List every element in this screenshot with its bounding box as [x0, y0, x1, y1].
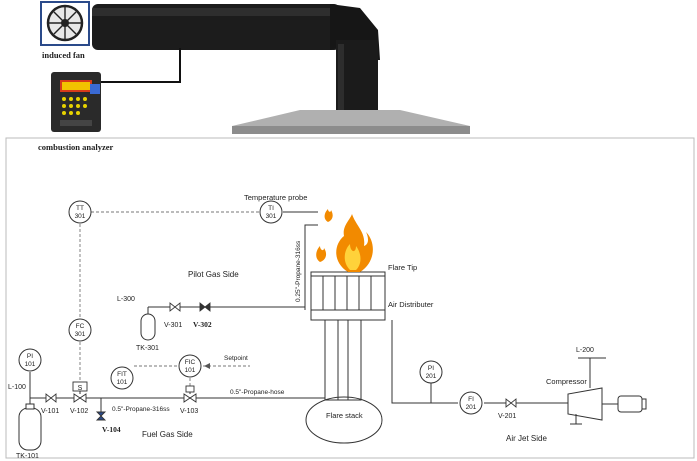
fc-num: 301 — [75, 331, 86, 338]
tk301-label: TK-301 — [136, 345, 159, 352]
hose-label: 0.5"-Propane-hose — [230, 389, 285, 396]
air-jet-side-label: Air Jet Side — [506, 434, 547, 443]
flare-stack-column — [324, 319, 362, 401]
photo-area: induced fan combustion analyzer — [38, 1, 470, 152]
fic-tag: FIC — [185, 359, 196, 366]
tank-tk301 — [140, 313, 156, 341]
flare-stack-structure — [305, 271, 386, 444]
setpoint-label: Setpoint — [224, 355, 248, 362]
l200-label: L-200 — [576, 347, 594, 354]
instrument-ti-301 — [259, 200, 283, 224]
pilot-flame-icon — [316, 246, 327, 262]
v201-label: V-201 — [498, 413, 516, 420]
valve-v104 — [95, 411, 107, 421]
v101-label: V-101 — [41, 408, 59, 415]
v301-label: V-301 — [164, 322, 182, 329]
l100-label: L-100 — [8, 384, 26, 391]
analyzer-label: combustion analyzer — [38, 142, 114, 152]
line-ss-label: 0.5"-Propane-316ss — [112, 406, 170, 413]
instrument-fc-301 — [68, 318, 92, 342]
instrument-fit-101 — [110, 366, 134, 390]
fuel-gas-side-label: Fuel Gas Side — [142, 430, 193, 439]
valve-v102 — [73, 393, 87, 403]
pi201-num: 201 — [426, 373, 437, 380]
pilot-line-label: 0.25"-Propane-316ss — [295, 240, 302, 302]
compressor — [567, 387, 603, 425]
v104-label: V-104 — [102, 425, 121, 434]
tk101-label: TK-101 — [16, 453, 39, 460]
temperature-probe-label: Temperature probe — [244, 193, 307, 202]
pilot-line — [304, 224, 318, 310]
air-distributer-label: Air Distributer — [388, 300, 434, 309]
pid-diagram: TT 301 TI 301 FC 301 PI 101 FIT 101 FIC … — [8, 193, 647, 460]
valve-v101 — [45, 393, 57, 403]
instrument-fic-101 — [178, 354, 202, 378]
valve-v302 — [199, 302, 211, 312]
induced-fan — [40, 1, 90, 46]
probe-flame-icon — [324, 209, 333, 222]
compressor-motor — [617, 395, 647, 413]
sampling-cable — [96, 48, 181, 83]
compressor-label: Compressor — [546, 377, 587, 386]
fi201-tag: FI — [468, 396, 474, 403]
v302-label: V-302 — [193, 320, 212, 329]
combustion-analyzer — [51, 72, 101, 132]
fi201-num: 201 — [466, 404, 477, 411]
pi101-num: 101 — [25, 361, 36, 368]
air-distributer — [310, 309, 386, 321]
solenoid-label: S — [78, 385, 83, 392]
v103-label: V-103 — [180, 408, 198, 415]
pi201-tag: PI — [428, 365, 434, 372]
flare-tip-label: Flare Tip — [388, 263, 417, 272]
ti-num: 301 — [266, 213, 277, 220]
fit-num: 101 — [117, 379, 128, 386]
flare-stack-base — [305, 396, 383, 444]
instrument-tt-301 — [68, 200, 92, 224]
l300-label: L-300 — [117, 296, 135, 303]
pilot-gas-side-label: Pilot Gas Side — [188, 270, 239, 279]
tt-num: 301 — [75, 213, 86, 220]
flare-tip — [310, 271, 386, 311]
instrument-fi-201 — [459, 391, 483, 415]
valve-v301 — [169, 302, 181, 312]
pid-frame — [5, 137, 695, 459]
valve-v201 — [505, 398, 517, 408]
v102-label: V-102 — [70, 408, 88, 415]
pi101-tag: PI — [27, 353, 33, 360]
instrument-pi-101 — [18, 348, 42, 372]
instrument-pi-201 — [419, 360, 443, 384]
valve-v103 — [183, 393, 197, 403]
fic-num: 101 — [185, 367, 196, 374]
main-flame-icon — [336, 214, 373, 272]
tt-tag: TT — [76, 205, 84, 212]
flare-stack-label: Flare stack — [326, 411, 363, 420]
air-jet-line — [391, 320, 458, 404]
fcv-actuator — [185, 385, 195, 393]
fit-tag: FIT — [117, 371, 127, 378]
exhaust-hood — [232, 110, 470, 126]
fc-tag: FC — [76, 323, 85, 330]
tank-tk101 — [18, 403, 42, 451]
ti-tag: TI — [268, 205, 274, 212]
fan-label: induced fan — [42, 50, 85, 60]
